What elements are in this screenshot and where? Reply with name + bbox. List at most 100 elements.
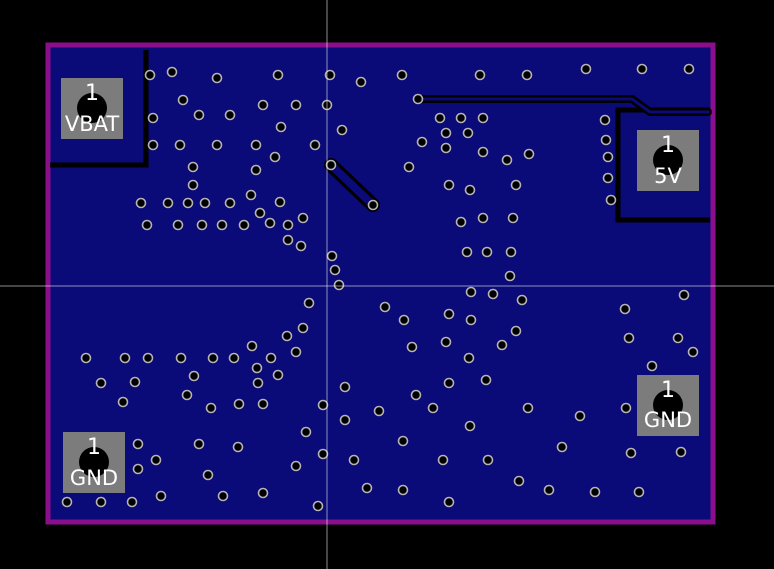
- pad-vbat-net: VBAT: [65, 112, 120, 136]
- via: [333, 279, 345, 291]
- via: [461, 246, 473, 258]
- via: [274, 196, 286, 208]
- via: [80, 352, 92, 364]
- via: [257, 99, 269, 111]
- via: [464, 184, 476, 196]
- via: [224, 109, 236, 121]
- via: [619, 303, 631, 315]
- traces: [324, 95, 712, 212]
- via: [264, 217, 276, 229]
- via: [217, 490, 229, 502]
- via: [312, 500, 324, 512]
- via: [257, 398, 269, 410]
- via: [462, 127, 474, 139]
- via: [272, 69, 284, 81]
- via: [295, 240, 307, 252]
- via: [672, 332, 684, 344]
- via: [309, 139, 321, 151]
- via: [556, 441, 568, 453]
- via: [238, 219, 250, 231]
- via: [172, 219, 184, 231]
- via: [257, 487, 269, 499]
- via: [142, 352, 154, 364]
- via: [290, 99, 302, 111]
- pad-5v-net: 5V: [654, 164, 682, 188]
- via: [361, 482, 373, 494]
- via: [487, 288, 499, 300]
- via: [317, 448, 329, 460]
- via: [282, 234, 294, 246]
- via: [147, 112, 159, 124]
- via: [477, 212, 489, 224]
- via: [437, 454, 449, 466]
- via: [633, 486, 645, 498]
- board-outline: [45, 42, 716, 525]
- via: [187, 179, 199, 191]
- via: [440, 336, 452, 348]
- via: [303, 297, 315, 309]
- via: [205, 402, 217, 414]
- via: [232, 441, 244, 453]
- pad-vbat-hole: [77, 93, 107, 123]
- via: [678, 289, 690, 301]
- via: [501, 154, 513, 166]
- pad-gnd-left[interactable]: 1 GND: [63, 432, 125, 493]
- via: [455, 216, 467, 228]
- via: [504, 270, 516, 282]
- via: [440, 142, 452, 154]
- pad-gnd-left-net: GND: [70, 466, 118, 490]
- via: [211, 139, 223, 151]
- via: [443, 496, 455, 508]
- via: [132, 438, 144, 450]
- via: [155, 490, 167, 502]
- via: [403, 161, 415, 173]
- via: [117, 396, 129, 408]
- via: [434, 112, 446, 124]
- via: [510, 325, 522, 337]
- via: [521, 69, 533, 81]
- via: [132, 463, 144, 475]
- via: [675, 446, 687, 458]
- pad-5v[interactable]: 1 5V: [637, 130, 699, 191]
- via: [398, 314, 410, 326]
- via: [317, 399, 329, 411]
- pad-gnd-left-hole: [79, 447, 109, 477]
- via: [406, 341, 418, 353]
- via: [324, 69, 336, 81]
- via: [397, 435, 409, 447]
- via: [355, 76, 367, 88]
- via: [207, 352, 219, 364]
- via: [600, 134, 612, 146]
- via: [510, 179, 522, 191]
- via: [202, 469, 214, 481]
- via: [182, 197, 194, 209]
- via: [505, 246, 517, 258]
- via: [474, 69, 486, 81]
- via: [348, 454, 360, 466]
- via: [147, 139, 159, 151]
- via: [174, 139, 186, 151]
- via: [275, 121, 287, 133]
- via: [325, 159, 337, 171]
- via: [412, 93, 424, 105]
- via: [144, 69, 156, 81]
- via: [481, 246, 493, 258]
- via: [427, 402, 439, 414]
- via: [455, 112, 467, 124]
- pad-gnd-right[interactable]: 1 GND: [637, 375, 699, 436]
- via: [281, 330, 293, 342]
- via: [166, 66, 178, 78]
- pad-vbat[interactable]: 1 VBAT: [61, 78, 123, 139]
- pad-gnd-left-number: 1: [87, 435, 101, 460]
- via: [196, 219, 208, 231]
- via: [329, 264, 341, 276]
- pad-vbat-number: 1: [85, 81, 99, 106]
- via: [211, 72, 223, 84]
- via: [187, 161, 199, 173]
- via: [463, 352, 475, 364]
- pad-gnd-right-hole: [653, 390, 683, 420]
- via: [465, 314, 477, 326]
- via: [250, 164, 262, 176]
- pad-5v-hole: [653, 145, 683, 175]
